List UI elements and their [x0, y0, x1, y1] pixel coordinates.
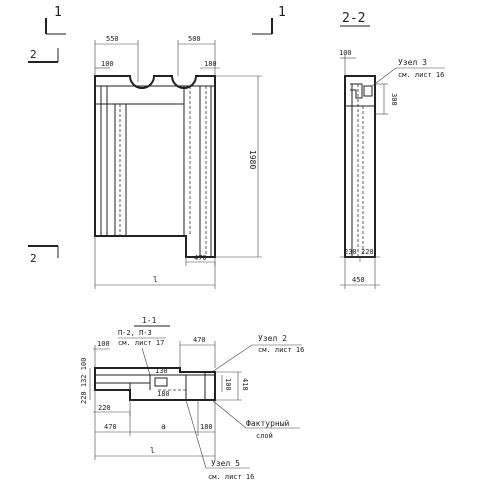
dim-100-right: 100 [224, 378, 232, 391]
dim-470-bottom: 470 [194, 254, 207, 262]
cut-2-top-label: 2 [30, 48, 37, 61]
node-2-ref: см. лист 16 [258, 346, 304, 354]
section-2-2-title: 2-2 [342, 11, 365, 26]
dim-470-plan-top: 470 [193, 336, 206, 344]
elevation-view: 550 500 100 180 1980 470 l [94, 35, 262, 289]
dim-l-elevation: l [153, 275, 158, 284]
dim-130-plan: 130 [155, 367, 168, 375]
panels-ref: см. лист 17 [118, 339, 164, 347]
dim-550: 550 [106, 35, 119, 43]
block-outline [94, 75, 216, 258]
dim-500: 500 [188, 35, 201, 43]
dim-300-section: 300 [390, 93, 398, 106]
section-cut-2-bottom: 2 [28, 245, 59, 265]
dim-180-right: 180 [204, 60, 217, 68]
section-cut-2-top: 2 [28, 48, 59, 63]
cut-1-left-label: 1 [54, 5, 62, 20]
dim-a-plan: a [161, 422, 166, 431]
dim-1980: 1980 [248, 150, 257, 169]
section-2-2-view: 2-2 100 Узел 3 см. лист 16 300 230 220 [339, 11, 445, 289]
node-5-ref: см. лист 16 [208, 473, 254, 481]
dim-100-plan: 100 [97, 340, 110, 348]
node-3-detail [350, 83, 363, 99]
section-2-2-outline [344, 75, 376, 258]
dim-100-left: 100 [101, 60, 114, 68]
dim-220-section: 220 [361, 248, 374, 256]
dim-450-section: 450 [352, 276, 365, 284]
section-cut-1-left: 1 [45, 5, 66, 35]
dim-230-section: 230 [344, 248, 357, 256]
texture-label-2: слой [256, 432, 273, 440]
dim-180-plan-inner: 180 [157, 390, 170, 398]
node-3-ref: см. лист 16 [398, 71, 444, 79]
dim-100-section: 100 [339, 49, 352, 57]
node-5-label: Узел 5 [211, 459, 240, 468]
cut-2-bottom-label: 2 [30, 252, 37, 265]
section-cut-1-right: 1 [252, 5, 286, 35]
dim-left-stack: 220 132 100 [80, 358, 88, 404]
dim-410-right: 410 [241, 378, 249, 391]
window-opening [125, 103, 185, 237]
node-2-label: Узел 2 [258, 334, 287, 343]
cut-1-right-label: 1 [278, 5, 286, 20]
panels-label: П-2, П-3 [118, 329, 152, 337]
section-1-1-title: 1-1 [142, 316, 157, 325]
node-3-label: Узел 3 [398, 58, 427, 67]
dim-180-plan-bottom: 180 [200, 423, 213, 431]
dim-l-plan: l [150, 446, 155, 455]
section-1-1-view: 1-1 П-2, П-3 см. лист 17 100 470 Узел 2 … [80, 316, 304, 481]
dim-220-plan: 220 [98, 404, 111, 412]
dim-470-plan-bottom: 470 [104, 423, 117, 431]
texture-label-1: Фактурный [246, 419, 290, 428]
